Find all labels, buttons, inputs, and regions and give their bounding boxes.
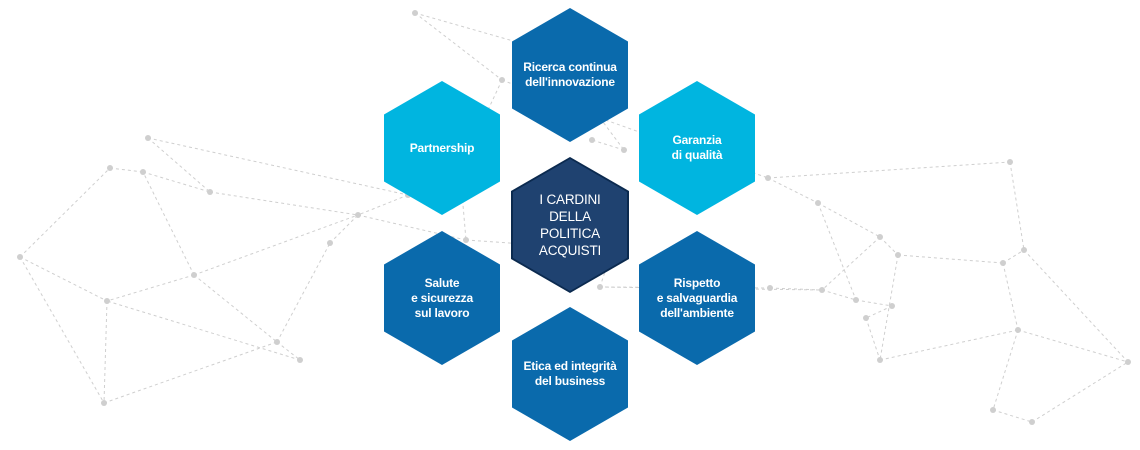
network-node [101, 400, 107, 406]
network-node [107, 165, 113, 171]
network-node [412, 10, 418, 16]
network-node [274, 339, 280, 345]
hex-center: I CARDINI DELLA POLITICA ACQUISTI [511, 157, 629, 293]
hex-center-label: I CARDINI DELLA POLITICA ACQUISTI [538, 192, 602, 258]
network-edge [209, 191, 359, 216]
network-edge [769, 287, 823, 291]
network-edge [414, 12, 503, 81]
network-edge [414, 12, 581, 61]
network-edge [109, 167, 144, 173]
network-node [145, 135, 151, 141]
network-edge [821, 236, 881, 291]
network-edge [147, 137, 211, 193]
network-node [877, 234, 883, 240]
network-edge [1023, 249, 1129, 363]
network-node [104, 298, 110, 304]
network-edge [1002, 249, 1025, 264]
network-node [207, 189, 213, 195]
hex-center-inner: I CARDINI DELLA POLITICA ACQUISTI [513, 159, 627, 291]
network-edge [1002, 262, 1019, 331]
network-edge [276, 242, 331, 343]
network-node [1015, 327, 1021, 333]
network-node [767, 285, 773, 291]
network-edge [106, 300, 301, 361]
hex-environment-label: Rispetto e salvaguardia dell'ambiente [656, 275, 738, 320]
network-edge [591, 139, 625, 151]
network-node [877, 357, 883, 363]
network-edge [767, 161, 1011, 179]
network-edge [142, 171, 195, 276]
network-node [863, 315, 869, 321]
network-edge [103, 300, 108, 404]
hex-partnership: Partnership [384, 81, 500, 215]
network-edge [855, 299, 893, 307]
network-edge [865, 305, 893, 319]
network-node [17, 254, 23, 260]
network-edge [599, 117, 625, 151]
network-edge [992, 409, 1033, 423]
network-node [1007, 159, 1013, 165]
network-node [1029, 419, 1035, 425]
network-node [463, 237, 469, 243]
hex-partnership-label: Partnership [409, 140, 475, 155]
network-node [895, 252, 901, 258]
network-edge [1031, 361, 1129, 423]
network-node [990, 407, 996, 413]
network-edge [103, 341, 278, 404]
network-edge [1017, 329, 1129, 363]
network-edge [276, 341, 301, 361]
network-node [297, 357, 303, 363]
network-edge [817, 202, 857, 301]
network-edge [879, 236, 899, 256]
network-node [815, 200, 821, 206]
network-edge [767, 177, 819, 204]
network-edge [821, 289, 857, 301]
network-node [597, 284, 603, 290]
network-node [819, 287, 825, 293]
network-edge [193, 274, 278, 343]
hex-innovation-label: Ricerca continua dell'innovazione [523, 60, 617, 89]
network-edge [19, 256, 105, 404]
network-node [1125, 359, 1131, 365]
hex-safety: Salute e sicurezza sul lavoro [384, 231, 500, 365]
network-node [140, 169, 146, 175]
network-edge [147, 137, 409, 196]
network-edge [106, 274, 195, 302]
network-node [191, 272, 197, 278]
network-node [499, 77, 505, 83]
network-edge [19, 167, 111, 258]
network-node [889, 303, 895, 309]
network-edge [992, 329, 1019, 411]
network-node [765, 175, 771, 181]
network-node [1021, 247, 1027, 253]
network-edge [879, 329, 1019, 361]
network-edge [142, 171, 211, 193]
network-edge [897, 254, 1004, 264]
network-node [355, 212, 361, 218]
network-node [327, 240, 333, 246]
network-edge [1009, 161, 1025, 251]
network-edge [817, 202, 881, 238]
network-edge [865, 317, 881, 361]
network-edge [329, 214, 359, 244]
network-edge [193, 214, 359, 276]
network-node [621, 147, 627, 153]
hex-ethics-label: Etica ed integrità del business [523, 359, 617, 388]
network-node [1000, 260, 1006, 266]
network-edge [19, 256, 108, 302]
network-edge [879, 254, 899, 361]
network-node [589, 137, 595, 143]
network-edge [357, 194, 409, 216]
hex-quality-label: Garanzia di qualità [671, 133, 723, 162]
hex-safety-label: Salute e sicurezza sul lavoro [411, 275, 473, 320]
network-node [853, 297, 859, 303]
